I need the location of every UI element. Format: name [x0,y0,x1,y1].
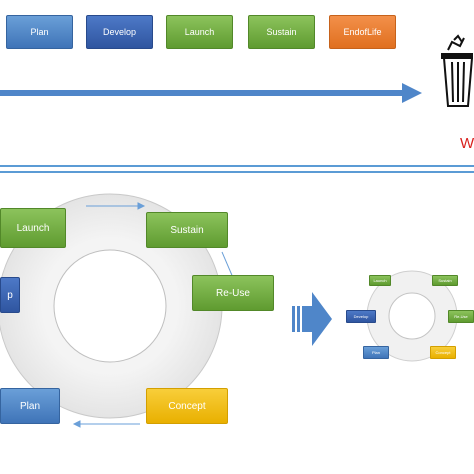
cycle-stage-concept: Concept [146,388,228,424]
stage-label: Sustain [170,224,204,236]
stage-label: Plan [30,27,49,37]
waste-label: W [460,135,474,152]
stage-label: p [7,289,13,301]
stage-launch: Launch [166,15,233,49]
stage-label: Plan [19,400,40,412]
mini-stage-plan: Plan [363,346,389,359]
stage-sustain: Sustain [248,15,315,49]
stage-label: Launch [373,278,387,283]
mini-stage-develop: Develop [346,310,376,323]
stage-label: Develop [353,314,369,319]
block-arrow-icon [292,292,332,346]
stage-develop: Develop [86,15,153,49]
stage-label: Concept [168,400,206,412]
mini-stage-re-use: Re-Use [448,310,474,323]
stage-label: Sustain [438,278,452,283]
stage-label: Re-Use [216,287,250,299]
stage-label: Concept [435,350,451,355]
stage-label: Launch [16,222,50,234]
stage-end-of-life: EndofLife [329,15,396,49]
cycle-stage-sustain: Sustain [146,212,228,248]
mini-stage-concept: Concept [430,346,456,359]
cycle-ring [0,193,238,428]
stage-label: Develop [102,27,137,37]
stage-label: EndofLife [343,27,382,37]
mini-stage-launch: Launch [369,275,391,286]
stage-label: Re-Use [454,314,468,319]
mini-stage-sustain: Sustain [432,275,458,286]
cycle-stage-plan: Plan [0,388,60,424]
stage-label: Launch [184,27,215,37]
divider-line [0,171,474,173]
divider-line [0,165,474,167]
mini-cycle-ring [366,270,458,362]
stage-label: Plan [371,350,380,355]
stage-label: Sustain [266,27,297,37]
right-arrow-icon [0,83,422,103]
trash-bin-icon [441,34,473,107]
stage-plan: Plan [6,15,73,49]
cycle-stage-launch: Launch [0,208,66,248]
cycle-stage-re-use: Re-Use [192,275,274,311]
cycle-stage-develop: p [0,277,20,313]
